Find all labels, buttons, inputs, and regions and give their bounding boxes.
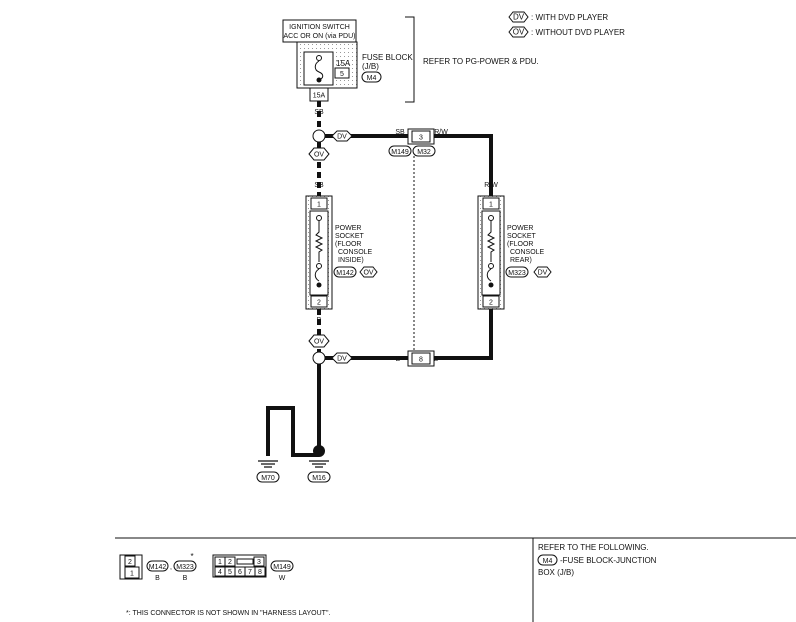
wire-label-b-4: B <box>434 356 439 363</box>
conn-m323-name: M323 <box>176 564 194 571</box>
multi-cell-5: 5 <box>228 569 232 576</box>
conn-m142-name: M142 <box>149 564 167 571</box>
conn-m149-name: M149 <box>273 564 291 571</box>
fuse-block-title: FUSE BLOCK <box>362 53 413 62</box>
joint-bottom-pin: 8 <box>419 357 423 364</box>
conn-m323-star: * <box>190 552 193 561</box>
ignition-line1: IGNITION SWITCH <box>289 24 350 31</box>
ground-right-connector: M16 <box>312 475 326 482</box>
socket-front-label-2: SOCKET <box>335 233 365 240</box>
refer-following-line1: REFER TO THE FOLLOWING. <box>538 543 649 552</box>
joint-connector-bottom: 8 <box>407 350 435 367</box>
joint-top-connector-right: M32 <box>417 149 431 156</box>
socket-rear-label-3: (FLOOR <box>507 241 533 248</box>
joint-connector-top: 3 M149 M32 <box>388 128 436 157</box>
socket-rear-label-1: POWER <box>507 225 533 232</box>
socket-rear-label-5: REAR) <box>510 257 532 264</box>
socket-front-tag: OV <box>363 270 373 277</box>
refer-power-text: REFER TO PG-POWER & PDU. <box>423 57 539 66</box>
fuse-connector-pin: 15A <box>313 93 326 100</box>
wire-label-b-5: B <box>266 425 271 432</box>
fuse-number: 5 <box>340 71 344 78</box>
wire-label-b-3: B <box>396 356 401 363</box>
legend: DV : WITH DVD PLAYER OV : WITHOUT DVD PL… <box>508 11 625 38</box>
joint-top-pin: 3 <box>419 135 423 142</box>
legend-tag-ov: OV <box>513 28 525 37</box>
socket-front-label-4: CONSOLE <box>338 249 373 256</box>
refer-bracket <box>405 16 415 103</box>
multi-cell-8: 8 <box>258 569 262 576</box>
legend-text-dv: : WITH DVD PLAYER <box>531 13 608 22</box>
ignition-line2: ACC OR ON (via PDU) <box>284 33 356 40</box>
multi-cell-2: 2 <box>228 559 232 566</box>
socket-front-connector: M142 <box>336 270 354 277</box>
wire-label-b-7: B <box>317 425 322 432</box>
two-pin-bottom: 1 <box>130 571 134 578</box>
fuse-block-sub: (J/B) <box>362 62 379 71</box>
wire-label-b-6: B <box>291 425 296 432</box>
socket-front-pin-bottom: 2 <box>317 300 321 307</box>
socket-rear-label-4: CONSOLE <box>510 249 545 256</box>
grounds: M70 M16 <box>256 445 331 483</box>
refer-following: REFER TO THE FOLLOWING. M4 -FUSE BLOCK-J… <box>537 543 657 577</box>
multi-cell-7: 7 <box>248 569 252 576</box>
joint-top-connector-left: M149 <box>391 149 409 156</box>
multi-cell-1: 1 <box>218 559 222 566</box>
ignition-switch: IGNITION SWITCH ACC OR ON (via PDU) <box>282 19 357 43</box>
wire-label-sb-2: SB <box>395 129 405 136</box>
fuse-block: 15A 5 15A FUSE BLOCK (J/B) M4 <box>296 41 413 102</box>
conn-m323-color: B <box>183 575 188 582</box>
tag-dv-top: DV <box>337 134 347 141</box>
wire-label-b-2: B <box>489 317 494 324</box>
socket-rear-pin-top: 1 <box>489 202 493 209</box>
socket-rear-pin-bottom: 2 <box>489 300 493 307</box>
socket-front-label-1: POWER <box>335 225 361 232</box>
tag-ov-bottom: OV <box>314 339 324 346</box>
two-pin-top: 2 <box>128 559 132 566</box>
power-socket-front: 1 2 POWER SOCKET (FLOOR CONSOLE INSIDE) … <box>305 195 378 310</box>
wire-label-rw-1: R/W <box>434 129 448 136</box>
connector-legend: 2 1 M142 B , M323 * B 1 2 3 4 5 6 7 8 M1… <box>119 552 294 582</box>
socket-rear-tag: DV <box>538 270 548 277</box>
footnote: *: THIS CONNECTOR IS NOT SHOWN IN "HARNE… <box>126 610 330 617</box>
fuse-block-connector: M4 <box>367 75 377 82</box>
wire-labels: SB SB R/W SB R/W B B B B B B B <box>266 109 499 432</box>
wire-label-sb-1: SB <box>314 109 324 116</box>
multi-cell-4: 4 <box>218 569 222 576</box>
legend-text-ov: : WITHOUT DVD PLAYER <box>531 28 625 37</box>
wire-label-sb-3: SB <box>314 182 324 189</box>
socket-front-label-3: (FLOOR <box>335 241 361 248</box>
socket-front-label-5: INSIDE) <box>338 257 364 264</box>
socket-front-pin-top: 1 <box>317 202 321 209</box>
tag-ov-top: OV <box>314 152 324 159</box>
conn-m142-color: B <box>155 575 160 582</box>
ground-left-connector: M70 <box>261 475 275 482</box>
tag-dv-bottom: DV <box>337 356 347 363</box>
wire-label-b-1: B <box>317 317 322 324</box>
refer-following-line3: BOX (J/B) <box>538 568 574 577</box>
multi-cell-6: 6 <box>238 569 242 576</box>
conn-m149-color: W <box>279 575 286 582</box>
junctions: DV OV OV DV <box>308 129 353 365</box>
fuse-amp: 15A <box>336 59 351 68</box>
socket-rear-label-2: SOCKET <box>507 233 537 240</box>
svg-text:,: , <box>170 564 172 571</box>
refer-following-connector: M4 <box>543 558 553 565</box>
wires <box>266 101 493 457</box>
power-socket-rear: 1 2 POWER SOCKET (FLOOR CONSOLE REAR) M3… <box>477 195 552 310</box>
socket-rear-connector: M323 <box>508 270 526 277</box>
legend-tag-dv: DV <box>513 13 525 22</box>
wire-label-rw-2: R/W <box>484 182 498 189</box>
refer-following-line2: -FUSE BLOCK-JUNCTION <box>560 556 657 565</box>
multi-cell-3: 3 <box>257 559 261 566</box>
